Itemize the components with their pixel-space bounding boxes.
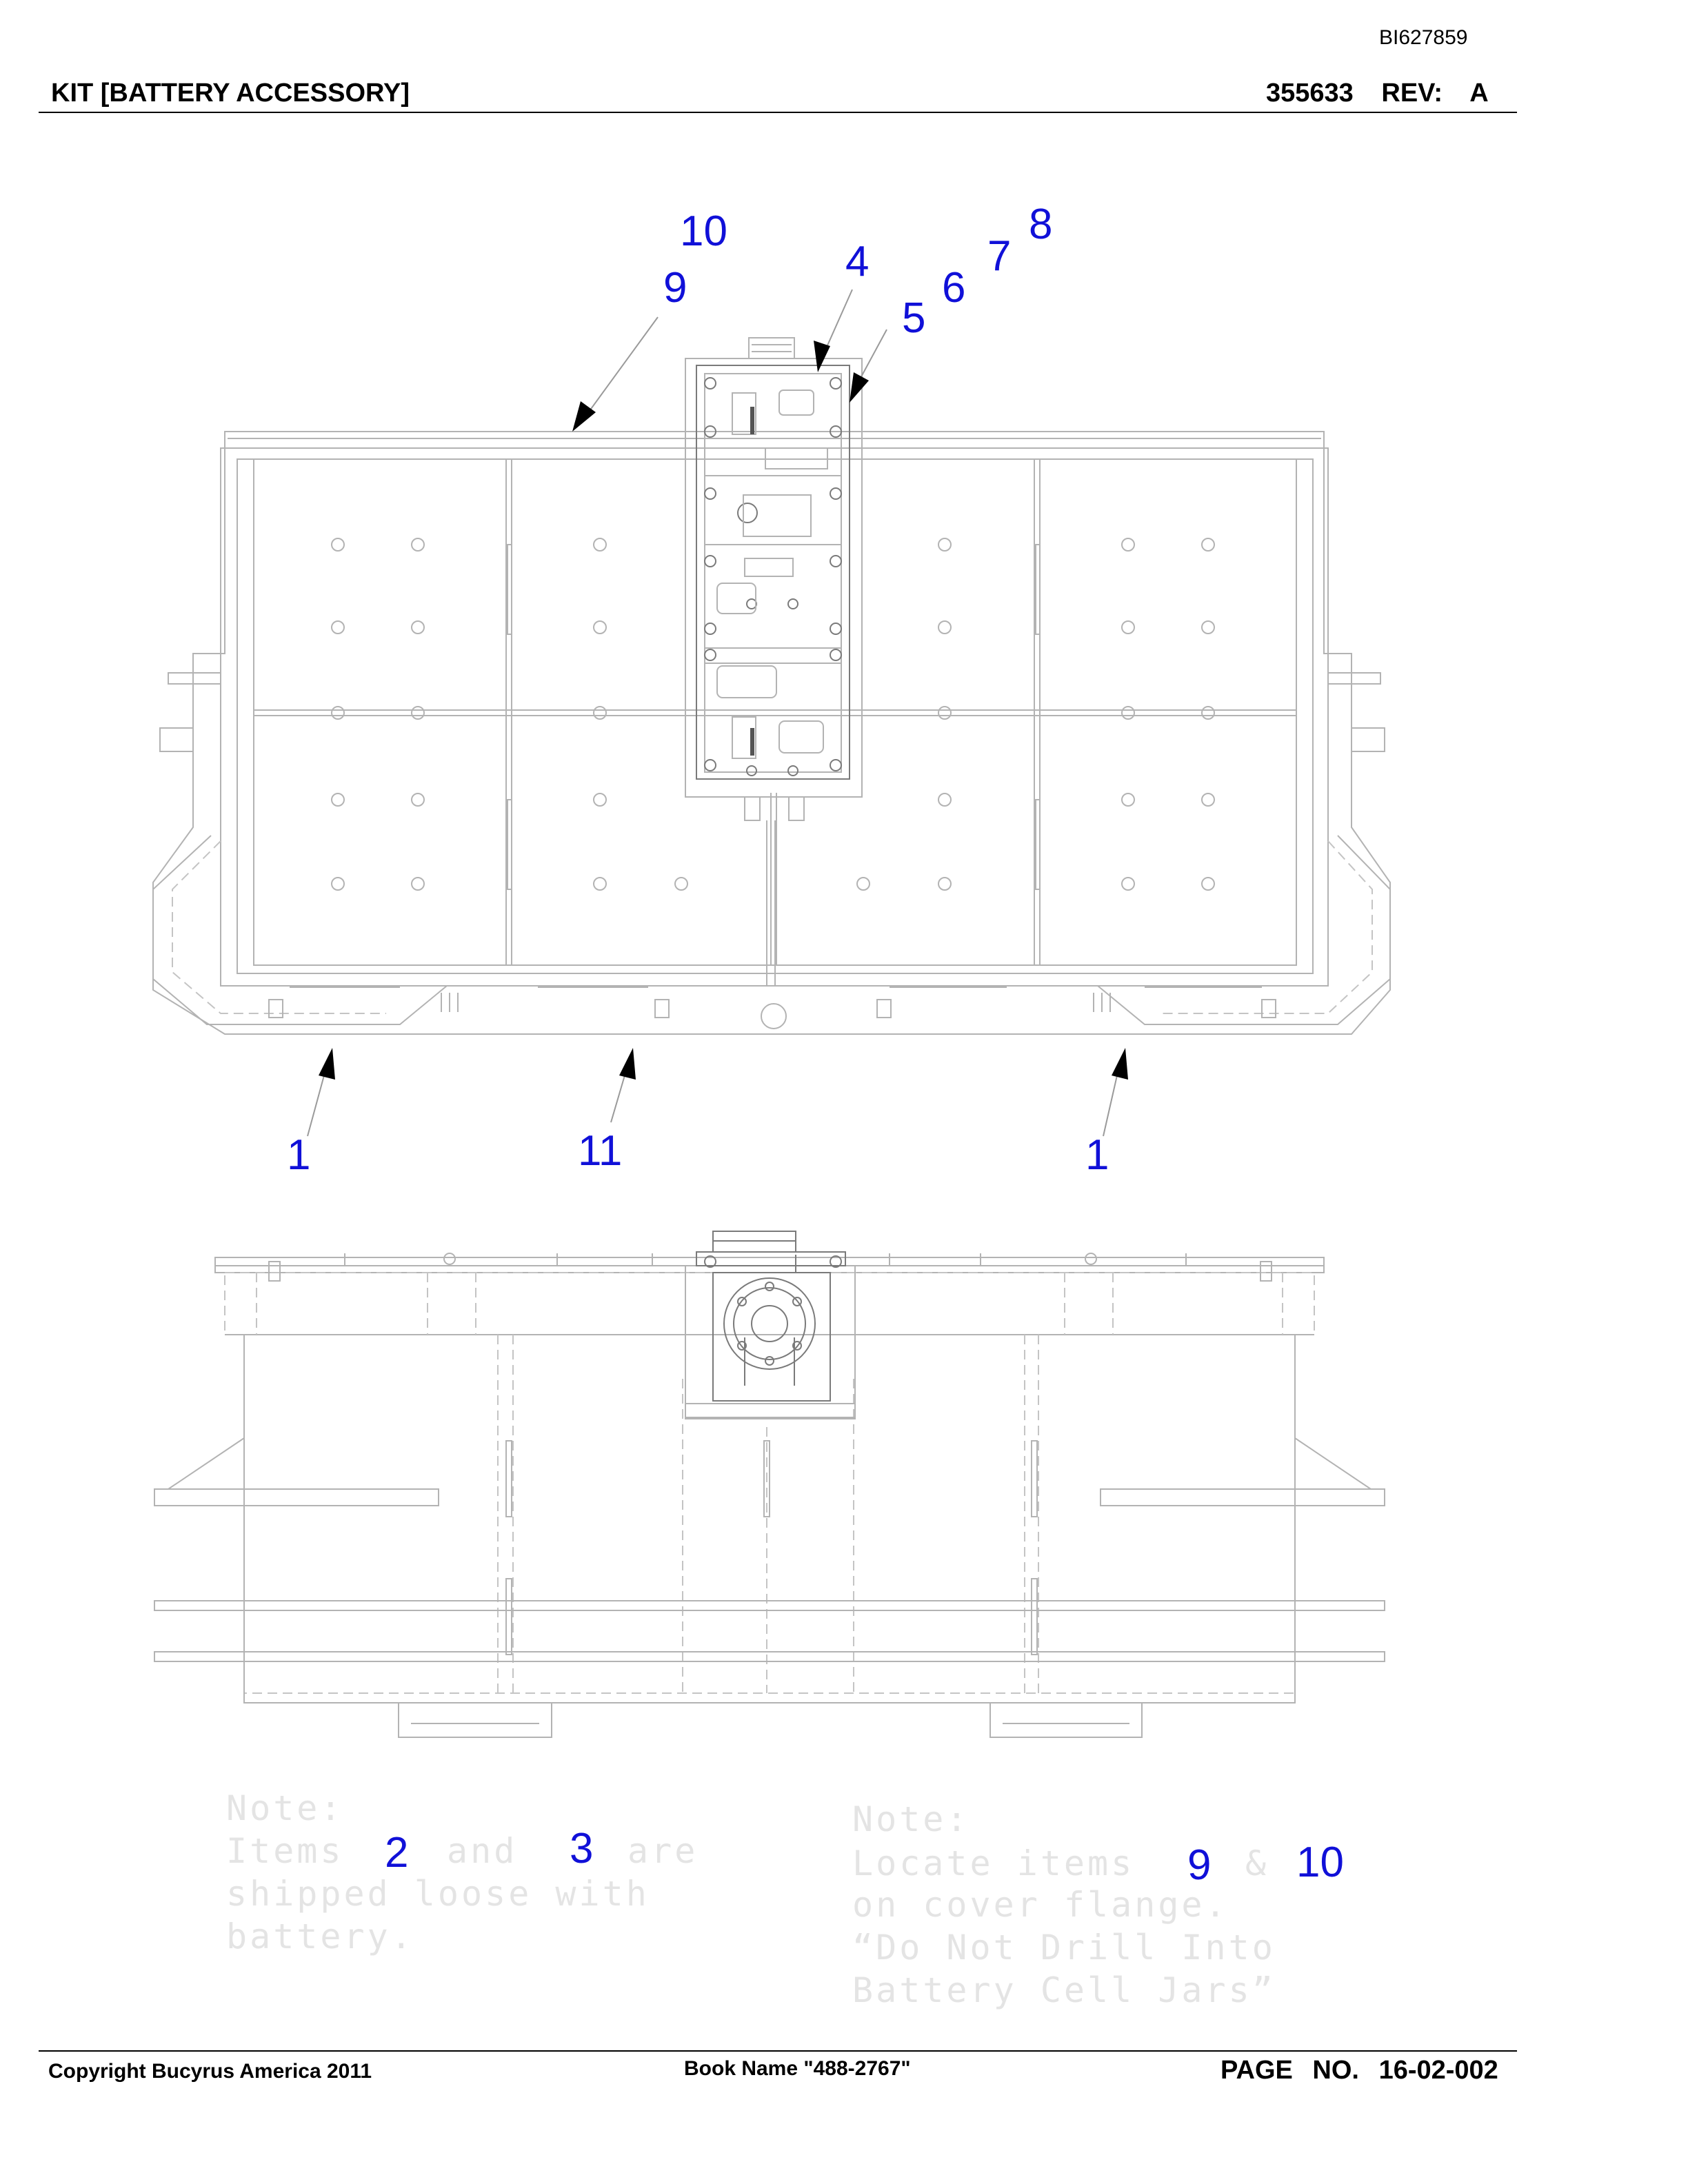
note-left-line3: battery.: [226, 1917, 414, 1957]
document-id: BI627859: [1379, 26, 1468, 49]
callout-9: 9: [663, 264, 687, 312]
header-rule: [39, 112, 1517, 113]
note-right: Note: Locate items 9 & 10 on cover flang…: [852, 1799, 1344, 2010]
footer-rule: [39, 2050, 1517, 2052]
page-value: 16-02-002: [1378, 2056, 1498, 2085]
note-left-line2: shipped loose with: [226, 1874, 650, 1914]
callout-4: 4: [845, 238, 869, 285]
callout-11: 11: [578, 1127, 622, 1175]
note-right-heading: Note:: [852, 1799, 970, 1839]
rev-value: A: [1469, 79, 1489, 108]
page-number: PAGE NO. 16-02-002: [1220, 2056, 1498, 2085]
note-left-item-3: 3: [570, 1825, 593, 1872]
book-name: Book Name "488-2767": [684, 2057, 911, 2080]
copyright: Copyright Bucyrus America 2011: [48, 2060, 372, 2083]
note-left-heading: Note:: [226, 1788, 344, 1828]
note-right-line1-mid: &: [1245, 1843, 1269, 1883]
note-right-line4: Battery Cell Jars”: [852, 1970, 1276, 2010]
note-right-item-9: 9: [1187, 1841, 1211, 1889]
note-right-line1-pre: Locate items: [852, 1843, 1134, 1883]
note-right-item-10: 10: [1296, 1839, 1344, 1886]
note-left-line1-mid: and: [447, 1831, 517, 1871]
page-label: PAGE NO.: [1220, 2056, 1359, 2085]
callout-10: 10: [680, 208, 727, 255]
note-left: Note: Items 2 and 3 are shipped loose wi…: [226, 1788, 698, 1957]
side-view: [154, 1231, 1385, 1738]
callout-6: 6: [942, 264, 965, 312]
rev-label: REV:: [1381, 79, 1443, 108]
note-right-line2: on cover flange.: [852, 1885, 1229, 1925]
note-left-item-2: 2: [385, 1829, 408, 1877]
note-left-line1-pre: Items: [226, 1831, 344, 1871]
part-number: 355633: [1266, 79, 1354, 108]
part-revision: 355633 REV: A: [1266, 79, 1489, 108]
note-right-line3: “Do Not Drill Into: [852, 1928, 1276, 1968]
callout-8: 8: [1029, 201, 1052, 248]
page-title: KIT [BATTERY ACCESSORY]: [51, 79, 410, 108]
callout-1-right: 1: [1085, 1131, 1109, 1179]
callout-5: 5: [902, 294, 925, 342]
note-left-line1-post: are: [627, 1831, 698, 1871]
top-view: [152, 337, 1391, 1035]
callout-7: 7: [987, 232, 1011, 280]
callout-leaders: [307, 289, 1128, 1137]
callout-1-left: 1: [287, 1131, 310, 1179]
